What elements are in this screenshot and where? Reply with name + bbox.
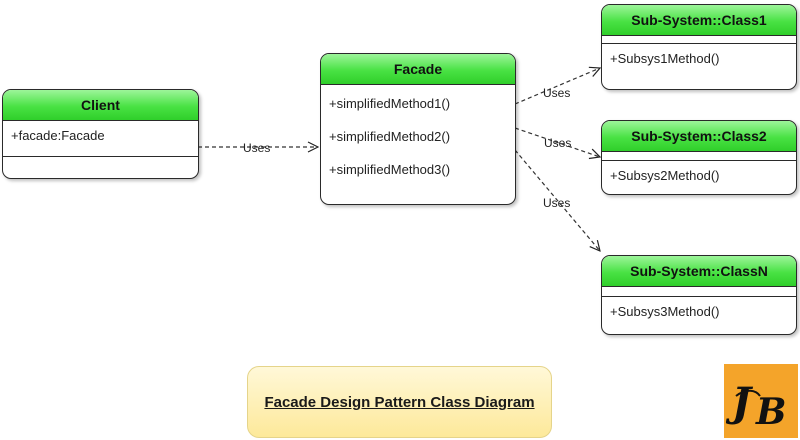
edge-label-facade-class2: Uses bbox=[544, 136, 571, 150]
class-facade-operations: +simplifiedMethod1() +simplifiedMethod2(… bbox=[321, 85, 515, 194]
class-subsystem-classN-name: Sub-System::ClassN bbox=[602, 256, 796, 287]
class-subsystem-class2-attributes bbox=[602, 152, 796, 161]
jb-logo: J B bbox=[724, 364, 798, 438]
operation-subsys3-method: +Subsys3Method() bbox=[610, 304, 720, 319]
class-subsystem-classN-attributes bbox=[602, 287, 796, 297]
diagram-caption-text: Facade Design Pattern Class Diagram bbox=[264, 393, 535, 411]
class-subsystem-class1-attributes bbox=[602, 36, 796, 44]
class-subsystem-class1-operations: +Subsys1Method() bbox=[602, 44, 796, 74]
class-facade[interactable]: Facade +simplifiedMethod1() +simplifiedM… bbox=[320, 53, 516, 205]
class-subsystem-class1[interactable]: Sub-System::Class1 +Subsys1Method() bbox=[601, 4, 797, 90]
edge-facade-class1 bbox=[514, 68, 600, 105]
edge-facade-class2 bbox=[514, 127, 600, 157]
class-client-name: Client bbox=[3, 90, 198, 121]
class-client-attributes: +facade:Facade bbox=[3, 121, 198, 157]
class-subsystem-class2-operations: +Subsys2Method() bbox=[602, 161, 796, 191]
operation-simplified-method-2: +simplifiedMethod2() bbox=[329, 129, 451, 144]
class-subsystem-classN-operations: +Subsys3Method() bbox=[602, 297, 796, 327]
diagram-caption: Facade Design Pattern Class Diagram bbox=[247, 366, 552, 438]
class-facade-name: Facade bbox=[321, 54, 515, 85]
operation-simplified-method-1: +simplifiedMethod1() bbox=[329, 96, 451, 111]
class-subsystem-class1-name: Sub-System::Class1 bbox=[602, 5, 796, 36]
operation-simplified-method-3: +simplifiedMethod3() bbox=[329, 162, 451, 177]
attribute-facade: +facade:Facade bbox=[11, 128, 105, 143]
class-subsystem-class2[interactable]: Sub-System::Class2 +Subsys2Method() bbox=[601, 120, 797, 195]
operation-subsys1-method: +Subsys1Method() bbox=[610, 51, 720, 66]
svg-text:J: J bbox=[726, 379, 754, 426]
edge-facade-classN bbox=[514, 149, 600, 251]
edge-label-facade-class1: Uses bbox=[543, 86, 570, 100]
class-subsystem-class2-name: Sub-System::Class2 bbox=[602, 121, 796, 152]
class-subsystem-classN[interactable]: Sub-System::ClassN +Subsys3Method() bbox=[601, 255, 797, 335]
class-client-operations bbox=[3, 157, 198, 165]
operation-subsys2-method: +Subsys2Method() bbox=[610, 168, 720, 183]
class-client[interactable]: Client +facade:Facade bbox=[2, 89, 199, 179]
edge-label-facade-classN: Uses bbox=[543, 196, 570, 210]
svg-text:B: B bbox=[755, 391, 786, 433]
jb-logo-mark: J B bbox=[726, 379, 786, 433]
edge-label-client-facade: Uses bbox=[243, 141, 270, 155]
